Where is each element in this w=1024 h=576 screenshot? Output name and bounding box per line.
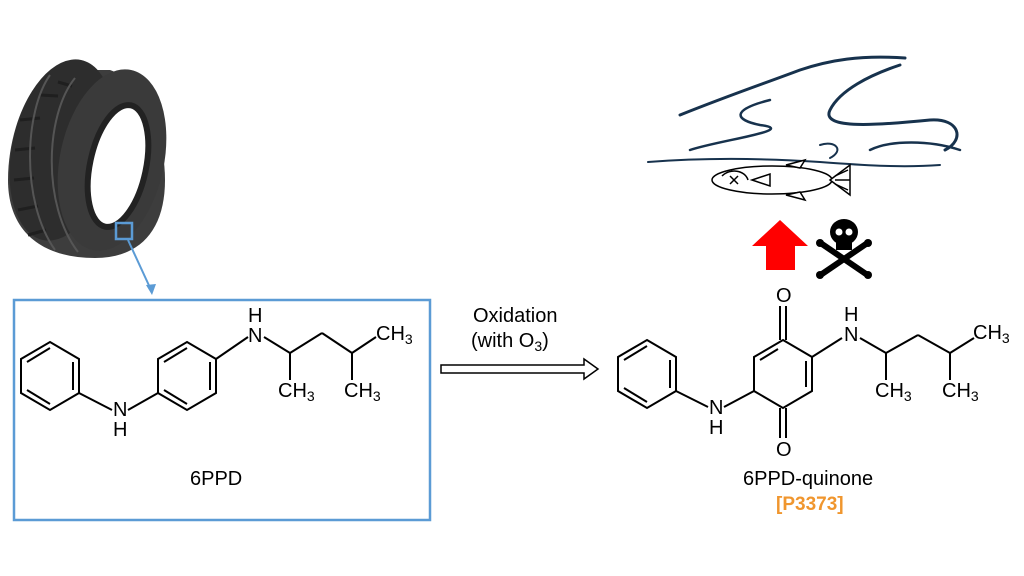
reactant-name: 6PPD	[190, 468, 243, 490]
reactant-nh-n: N	[113, 399, 128, 421]
product-amine-h: H	[844, 304, 859, 326]
product-nh-n: N	[709, 397, 724, 419]
product-o-top: O	[776, 285, 792, 307]
product-name: 6PPD-quinone	[743, 468, 874, 490]
reactant-amine-n: N	[248, 325, 263, 347]
reactant-ch3-b: CH3	[278, 380, 315, 405]
zoom-connector-arrowhead	[146, 284, 156, 295]
product-o-bottom: O	[776, 439, 792, 461]
product-code: [P3373]	[776, 494, 844, 515]
fish-icon	[711, 158, 851, 202]
product-nh-h: H	[709, 417, 724, 439]
tire-icon	[8, 59, 167, 258]
reactant-ch3-a: CH3	[376, 323, 413, 348]
reaction-arrow	[440, 357, 600, 381]
reaction-line-1: Oxidation	[473, 305, 558, 327]
tire-detail-marker	[114, 221, 134, 241]
up-arrow-icon	[752, 220, 808, 270]
zoom-connector	[127, 239, 153, 293]
product-ch3-a: CH3	[973, 322, 1010, 347]
reaction-line-2: (with O3)	[471, 330, 549, 355]
skull-crossbones-icon	[816, 219, 872, 279]
reactant-structure	[20, 332, 377, 412]
reactant-nh-h: H	[113, 419, 128, 441]
reactant-box	[12, 298, 432, 522]
reactant-ch3-c: CH3	[344, 380, 381, 405]
product-structure	[617, 306, 975, 438]
product-ch3-c: CH3	[942, 380, 979, 405]
product-ch3-b: CH3	[875, 380, 912, 405]
reactant-amine-h: H	[248, 305, 263, 327]
product-amine-n: N	[844, 324, 859, 346]
water-lines	[647, 55, 962, 168]
